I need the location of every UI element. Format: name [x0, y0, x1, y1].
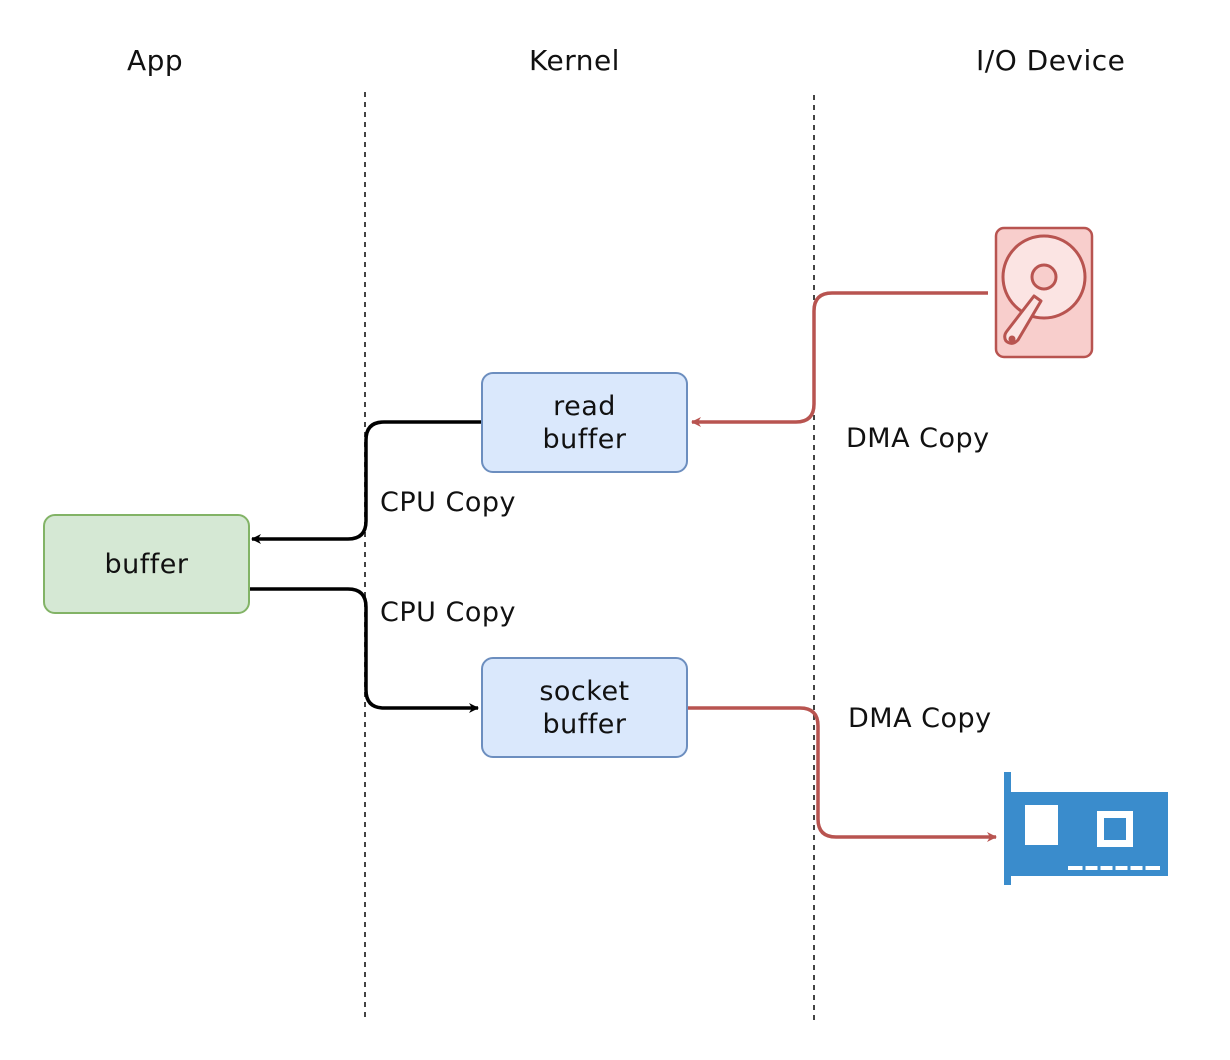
hard-disk-icon: [994, 226, 1094, 359]
column-title-app: App: [127, 44, 184, 77]
label-cpu-copy-read: CPU Copy: [380, 487, 516, 518]
arrow-dma-in: [691, 291, 988, 427]
socket-buffer-label-line1: socket: [539, 675, 630, 707]
arrow-cpu-write: [249, 587, 479, 713]
app-buffer-label: buffer: [104, 548, 189, 580]
socket-buffer-box: socket buffer: [481, 657, 688, 758]
label-cpu-copy-write: CPU Copy: [380, 597, 516, 628]
socket-buffer-label-line2: buffer: [542, 708, 627, 740]
network-card-icon: [1004, 772, 1168, 885]
label-dma-copy-out: DMA Copy: [848, 703, 992, 734]
read-buffer-label-line2: buffer: [542, 423, 627, 455]
column-title-io-device: I/O Device: [976, 44, 1126, 77]
label-dma-copy-in: DMA Copy: [846, 423, 990, 454]
read-buffer-label-line1: read: [553, 390, 616, 422]
arrow-dma-out: [688, 706, 997, 842]
app-buffer-box: buffer: [43, 514, 250, 614]
arrow-cpu-read: [251, 420, 482, 544]
read-buffer-box: read buffer: [481, 372, 688, 473]
column-title-kernel: Kernel: [529, 44, 620, 77]
